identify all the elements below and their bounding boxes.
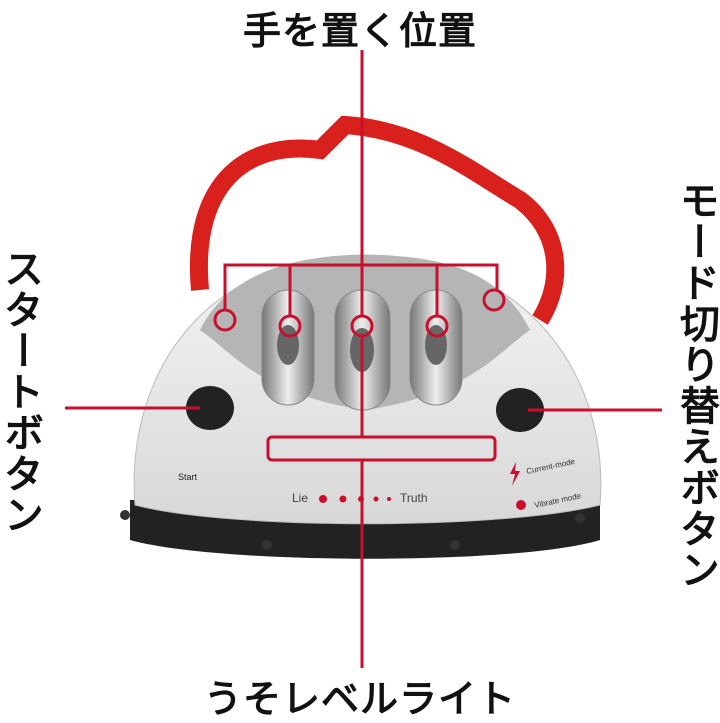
hand-position-label: 手を置く位置 [242,9,477,53]
feet [120,510,585,550]
start-text: Start [178,472,198,482]
strap [189,115,565,325]
vibrate-icon [516,500,526,510]
mode-switch-button-label: モード切り替えボタン [673,180,719,590]
mode-switch-button [496,388,544,432]
truth-text: Truth [400,491,428,505]
lightning-icon [510,462,520,486]
start-button [186,386,234,430]
annotation-lines [65,50,662,668]
start-button-label: スタートボタン [0,248,43,535]
lie-text: Lie [292,491,308,505]
